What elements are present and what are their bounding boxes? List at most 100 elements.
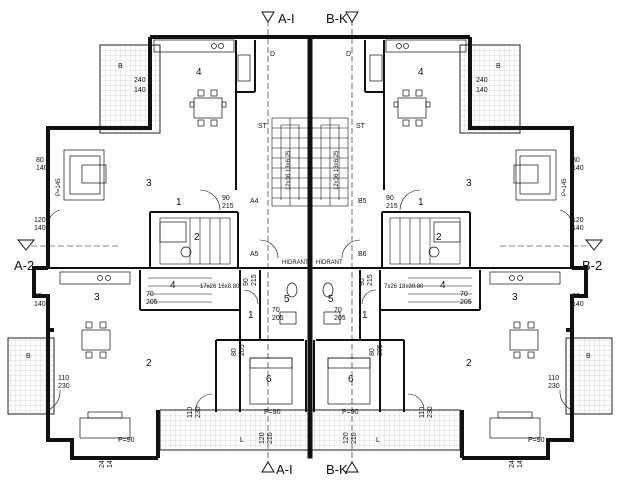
dim-140c-right: 140 <box>572 225 584 232</box>
dim-240-right: 240 <box>476 77 488 84</box>
room-2-right-bath: 2 <box>436 232 442 243</box>
dressing-letter-left: D <box>270 51 275 58</box>
internal-stair-left <box>148 217 231 303</box>
dim-70b-right: 70 <box>334 307 342 314</box>
room-3-left-lower: 3 <box>94 292 100 303</box>
dim-120-left: 120 <box>34 217 46 224</box>
stair-label-a4: A4 <box>250 198 259 205</box>
party-wall <box>307 36 313 459</box>
dim-110v-left: 110 <box>187 407 194 418</box>
dim-230v-left: 230 <box>195 406 202 418</box>
stair-letter-right: ST <box>356 123 366 130</box>
section-label-b1-bottom: B-K <box>326 462 348 477</box>
dim-110-right: 110 <box>548 375 559 382</box>
dim-215-right: 215 <box>386 203 398 210</box>
dim-140b-right: 140 <box>572 165 584 172</box>
room-4-right-lower: 4 <box>440 280 446 291</box>
loggia-letter-right: L <box>376 437 380 444</box>
room-4-left: 4 <box>196 67 202 78</box>
dim-p90b-right: P=90 <box>342 409 359 416</box>
dim-80v-right: 80 <box>369 348 376 356</box>
room-2-right-lower: 2 <box>466 358 472 369</box>
stair-label-b5: B5 <box>358 198 367 205</box>
balcony-letter-tr: B <box>496 63 501 70</box>
dim-215-left: 215 <box>222 203 234 210</box>
dim-205b-left: 205 <box>272 315 284 322</box>
stair-label-b6: B6 <box>358 251 367 258</box>
stair-small-right: 12x36 13x6.25 <box>334 150 340 190</box>
dim-80-right: 80 <box>572 157 580 164</box>
dim-140c-left: 140 <box>34 225 46 232</box>
dim-70-left: 70 <box>146 291 154 298</box>
room-1-right-lower: 1 <box>362 310 368 321</box>
dim-240v-left: 240 <box>99 456 106 468</box>
dim-p145-right: P=145 <box>562 178 568 196</box>
dim-120-right: 120 <box>572 217 584 224</box>
dim-140b-left: 140 <box>36 165 48 172</box>
room-5-right: 5 <box>328 294 334 305</box>
dim-90v-left: 90 <box>243 278 250 286</box>
section-label-a2: A-2 <box>14 258 34 273</box>
hidrant-left: HIDRANT <box>282 260 309 266</box>
dim-240-left: 240 <box>134 77 146 84</box>
dim-140-left: 140 <box>134 87 146 94</box>
balcony-letter-tl: B <box>118 63 123 70</box>
balcony-letter-bl: B <box>26 353 31 360</box>
room-6-left: 6 <box>266 374 272 385</box>
dim-90-left: 90 <box>222 195 230 202</box>
room-4-right: 4 <box>418 67 424 78</box>
dim-110v-right: 110 <box>419 407 426 418</box>
dim-p90-left: P=90 <box>118 437 135 444</box>
section-label-a1-top: A-I <box>278 11 295 26</box>
dim-230-left: 230 <box>58 383 70 390</box>
room-5-left: 5 <box>284 294 290 305</box>
dim-230-right: 230 <box>548 383 560 390</box>
room-2-left-bath: 2 <box>194 232 200 243</box>
dim-230v-right: 230 <box>427 406 434 418</box>
loggia-bottom-left <box>159 409 309 451</box>
dim-140v-left: 140 <box>107 456 114 468</box>
dim-215v-left: 215 <box>251 274 258 286</box>
dim-70-right: 70 <box>460 291 468 298</box>
section-label-a1-bottom: A-I <box>276 462 293 477</box>
dim-90v-right: 90 <box>359 278 366 286</box>
dim-140v-right: 140 <box>517 456 524 468</box>
loggia-letter-left: L <box>240 437 244 444</box>
room-1-right-upper: 1 <box>418 197 424 208</box>
section-label-b1-top: B-K <box>326 11 348 26</box>
dim-p90b-left: P=90 <box>264 409 281 416</box>
room-3-right-lower: 3 <box>512 292 518 303</box>
dim-90-right: 90 <box>386 195 394 202</box>
dim-205v-left: 205 <box>239 344 246 356</box>
dim-120v-left: 120 <box>259 432 266 444</box>
dim-210v-left: 210 <box>267 432 274 444</box>
hidrant-right: HIDRANT <box>316 260 343 266</box>
dim-120v-right: 120 <box>343 432 350 444</box>
room-3-left-upper: 3 <box>146 178 152 189</box>
dim-p145-left: P=145 <box>56 178 62 196</box>
outer-walls-left <box>32 35 312 460</box>
dim-205-right: 205 <box>460 299 472 306</box>
dim-110-left: 110 <box>58 375 69 382</box>
room-6-right: 6 <box>348 374 354 385</box>
dim-140d-right: 140 <box>572 301 584 308</box>
balcony-letter-br: B <box>586 353 591 360</box>
section-lines <box>22 20 598 462</box>
dim-p90-right: P=90 <box>528 437 545 444</box>
section-markers <box>16 11 604 473</box>
room-2-left-lower: 2 <box>146 358 152 369</box>
doors-left <box>47 189 279 411</box>
dim-215v-right: 215 <box>367 274 374 286</box>
dim-80-left: 80 <box>36 157 44 164</box>
stair-letter-left: ST <box>258 123 268 130</box>
dim-80b-right: 80 <box>572 293 580 300</box>
stair-info-right: 7x26 18x30.80 <box>384 284 424 290</box>
dim-205-left: 205 <box>146 299 158 306</box>
dressing-letter-right: D <box>346 51 351 58</box>
room-3-right-upper: 3 <box>466 178 472 189</box>
dim-140d-left: 140 <box>34 301 46 308</box>
section-label-b2: B-2 <box>582 258 602 273</box>
room-4-left-lower: 4 <box>170 280 176 291</box>
dim-80b-left: 80 <box>34 293 42 300</box>
